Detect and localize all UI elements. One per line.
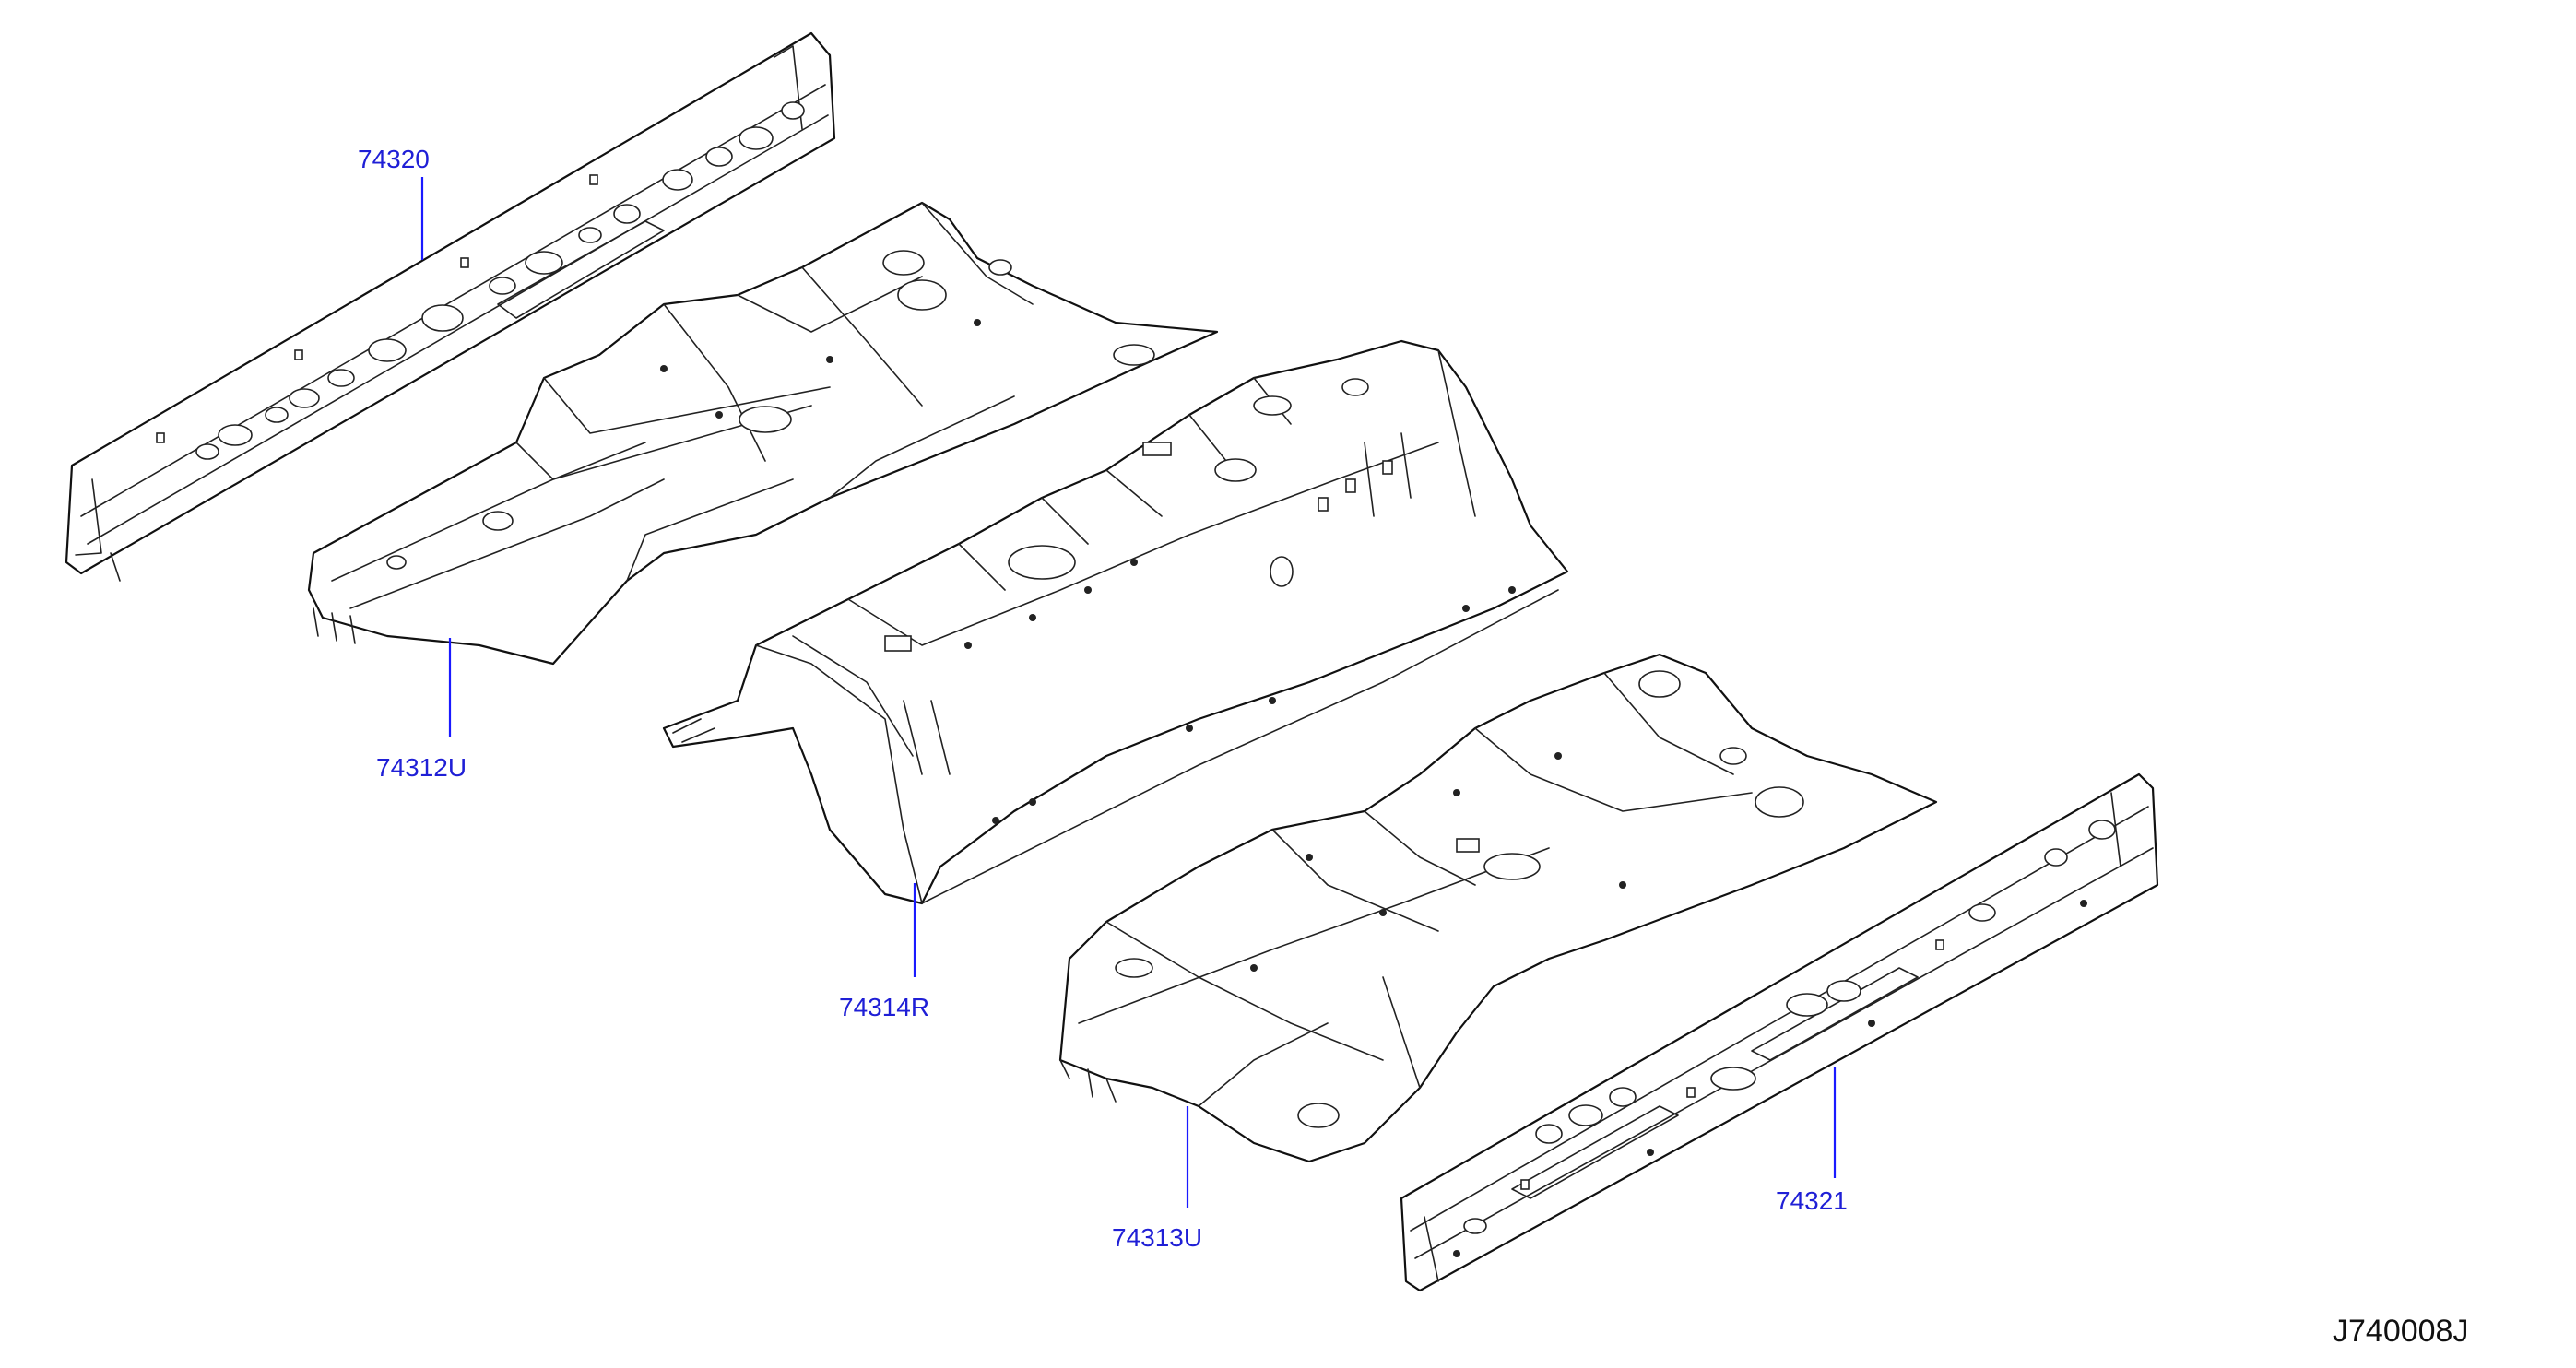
part-74313U-rear-floor[interactable] [1058,653,1938,1163]
callout-74320[interactable]: 74320 [358,145,430,173]
part-74312U-front-floor[interactable] [307,201,1219,666]
callout-74313U[interactable]: 74313U [1112,1223,1202,1252]
callout-74314R[interactable]: 74314R [839,993,929,1021]
part-74314R-center-floor[interactable] [662,339,1569,905]
part-74321-side-rail[interactable] [1400,772,2159,1292]
callout-74312U[interactable]: 74312U [376,753,467,782]
callout-74321[interactable]: 74321 [1776,1186,1848,1215]
part-74320-side-rail[interactable] [65,31,836,582]
diagram-code: J740008J [2333,1314,2468,1349]
